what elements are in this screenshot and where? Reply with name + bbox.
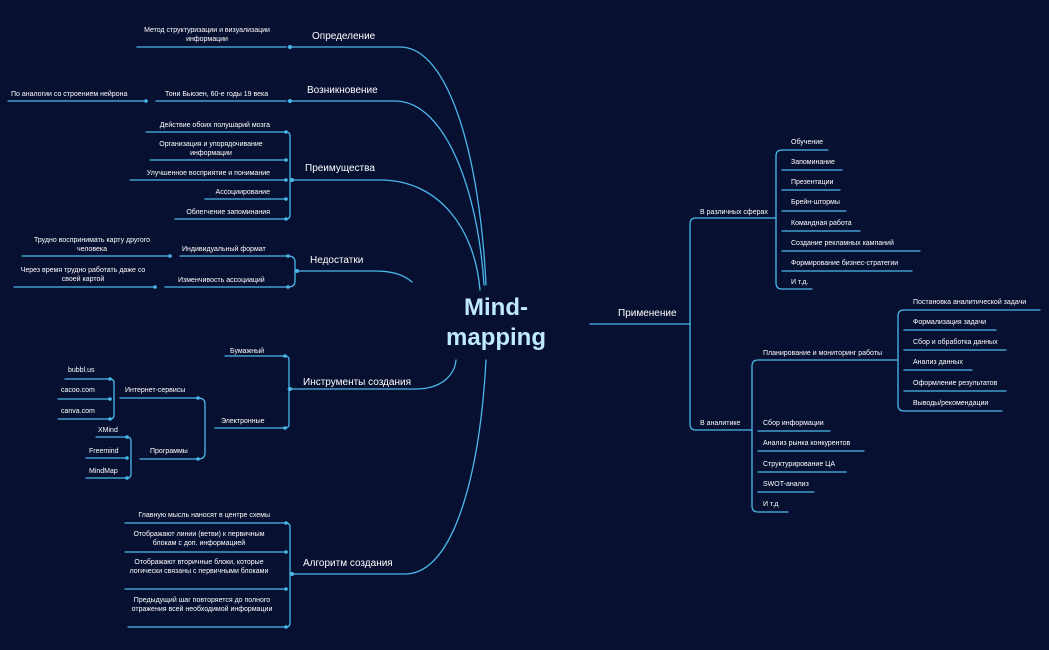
branch-origin	[287, 100, 485, 286]
algorithm-step[interactable]: Главную мысль наносят в центре схемы	[138, 512, 270, 519]
tool-internet-services[interactable]: Интернет-сервисы	[125, 387, 186, 394]
subtopic-analytics[interactable]: В аналитике	[700, 420, 741, 427]
analytics-item[interactable]: И т.д	[763, 501, 779, 508]
internet-service-item[interactable]: cacoo.com	[61, 387, 95, 394]
central-topic-line1: Mind-	[464, 294, 528, 321]
internet-service-item[interactable]: bubbl.us	[68, 367, 95, 374]
tool-paper[interactable]: Бумажный	[230, 348, 265, 355]
sphere-item[interactable]: Брейн-штормы	[791, 199, 840, 206]
planning-item[interactable]: Формализация задачи	[913, 319, 987, 326]
sphere-item[interactable]: Командная работа	[791, 220, 852, 227]
planning-item[interactable]: Постановка аналитической задачи	[913, 299, 1027, 306]
sphere-item[interactable]: И т.д.	[791, 279, 809, 286]
sphere-item[interactable]: Создание рекламных кампаний	[791, 240, 894, 247]
advantage-item[interactable]: Действие обоих полушарий мозга	[159, 122, 270, 129]
analytics-item[interactable]: Анализ рынка конкурентов	[763, 440, 851, 447]
drawback-sub-item[interactable]: Трудно воспринимать карту другого челове…	[33, 237, 151, 253]
sphere-item[interactable]: Обучение	[791, 139, 824, 146]
branch-tools	[287, 359, 457, 390]
advantage-item[interactable]: Улучшенное восприятие и понимание	[146, 170, 270, 177]
central-topic[interactable]: Mind- mapping	[436, 293, 556, 353]
drawback-item[interactable]: Изменчивость ассоциаций	[178, 277, 265, 284]
topic-application[interactable]: Применение	[618, 308, 677, 319]
analytics-item[interactable]: Структурирование ЦА	[763, 461, 836, 468]
program-item[interactable]: Freemind	[89, 448, 119, 455]
algorithm-step[interactable]: Отображают линии (ветви) к первичным бло…	[133, 531, 265, 547]
branch-algorithm	[289, 359, 487, 575]
tool-electronic[interactable]: Электронные	[221, 418, 265, 425]
topic-origin[interactable]: Возникновение	[307, 85, 378, 96]
subtopic-spheres[interactable]: В различных сферах	[700, 209, 768, 216]
sphere-item[interactable]: Презентации	[791, 179, 834, 186]
topic-definition[interactable]: Определение	[312, 31, 376, 42]
branch-drawbacks	[294, 270, 413, 283]
algorithm-step[interactable]: Отображают вторичные блоки, которые логи…	[129, 559, 269, 575]
topic-tools[interactable]: Инструменты создания	[303, 377, 411, 388]
analytics-planning[interactable]: Планирование и мониторинг работы	[763, 350, 883, 357]
central-topic-line2: mapping	[446, 324, 546, 351]
program-item[interactable]: MindMap	[89, 468, 118, 475]
origin-item[interactable]: Тони Бьюзен, 60-е годы 19 века	[165, 91, 269, 98]
definition-item[interactable]: Метод структуризации и визуализации инфо…	[144, 27, 270, 43]
sphere-item[interactable]: Запоминание	[791, 159, 835, 166]
analytics-item[interactable]: Сбор информации	[763, 420, 824, 427]
branch-definition	[287, 46, 487, 286]
program-item[interactable]: XMind	[98, 427, 118, 434]
topic-algorithm[interactable]: Алгоритм создания	[303, 558, 393, 569]
advantage-item[interactable]: Ассоциирование	[215, 189, 270, 196]
topic-drawbacks[interactable]: Недостатки	[310, 255, 364, 266]
origin-sub-item[interactable]: По аналогии со строением нейрона	[11, 91, 128, 98]
planning-item[interactable]: Оформление результатов	[913, 380, 998, 387]
internet-service-item[interactable]: canva.com	[61, 408, 95, 415]
advantage-item[interactable]: Организация и упорядочивание информации	[159, 141, 263, 157]
planning-item[interactable]: Сбор и обработка данных	[913, 339, 998, 346]
advantage-item[interactable]: Облегчение запоминания	[186, 209, 270, 216]
tool-programs[interactable]: Программы	[150, 448, 188, 455]
analytics-item[interactable]: SWOT-анализ	[763, 481, 809, 488]
branch-advantages	[289, 179, 481, 291]
topic-advantages[interactable]: Преимущества	[305, 163, 375, 174]
planning-item[interactable]: Выводы/рекомендации	[913, 400, 989, 407]
drawback-sub-item[interactable]: Через время трудно работать даже со свое…	[20, 267, 146, 283]
drawback-item[interactable]: Индивидуальный формат	[182, 246, 266, 253]
sphere-item[interactable]: Формирование бизнес-стратегии	[791, 260, 899, 267]
planning-item[interactable]: Анализ данных	[913, 359, 963, 366]
algorithm-step[interactable]: Предыдущий шаг повторяется до полного от…	[131, 597, 273, 613]
